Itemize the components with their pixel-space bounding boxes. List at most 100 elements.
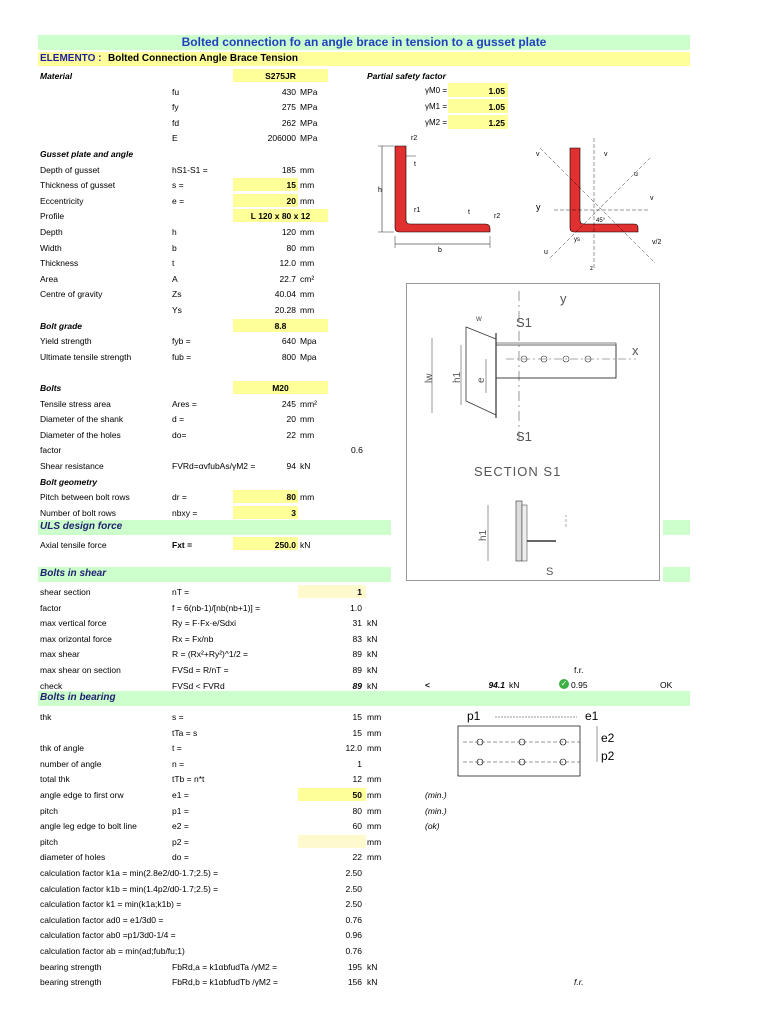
gusset-drawing-frame <box>406 283 660 581</box>
dim-b: b <box>438 247 442 254</box>
row-unit: mm <box>367 790 382 800</box>
row-value: 430 <box>281 86 296 97</box>
row-symbol: Rx = Fx/nb <box>172 633 214 644</box>
row-label: max vertical force <box>40 618 107 629</box>
row-label: Diameter of the shank <box>40 414 124 425</box>
row-label: total thk <box>40 774 70 785</box>
value-highlight <box>233 505 298 519</box>
pitch-p1: p1 <box>467 709 481 723</box>
row-symbol: b <box>172 242 177 253</box>
row-value: 22 <box>352 852 362 863</box>
row-unit: mm <box>300 258 315 269</box>
row-label: Ultimate tensile strength <box>40 351 132 362</box>
row-value: 12.0 <box>345 743 362 754</box>
row-value: 2.50 <box>345 883 362 894</box>
value-highlight <box>233 490 298 504</box>
row-unit: mm <box>300 305 315 315</box>
angle-profile-diagram: r2 t h r1 t r2 b <box>378 135 500 254</box>
row-label: Yield strength <box>40 336 92 347</box>
row-note: f.r. <box>574 977 584 988</box>
row-unit: mm <box>300 289 315 300</box>
value-highlight <box>233 209 328 223</box>
row-label: Gusset plate and angle <box>40 149 134 159</box>
row-label: bearing strength <box>40 977 102 988</box>
row-value: 40.04 <box>274 289 296 300</box>
row-symbol: FVRd=αvfubAs/γM2 = <box>172 461 256 471</box>
row-value: 89 <box>352 665 362 675</box>
row-unit: Mpa <box>300 351 317 362</box>
row-value: 120 <box>281 227 296 237</box>
psf-symbol: γM1 = <box>425 102 448 111</box>
label-y: y <box>560 291 567 306</box>
row-symbol: nbxy = <box>172 507 198 518</box>
axis-y: y <box>536 202 541 212</box>
row-symbol: tTa = s <box>172 727 198 738</box>
row-unit: mm <box>367 836 382 847</box>
row-label: calculation factor ad0 = e1/3d0 = <box>40 914 164 925</box>
row-unit: MPa <box>300 86 318 97</box>
row-value: 0.96 <box>345 930 362 941</box>
row-unit: mm <box>367 727 382 738</box>
shear-band <box>38 567 391 582</box>
row-label: Depth of gusset <box>40 164 100 175</box>
row-value: 15 <box>352 727 362 738</box>
row-symbol: fu <box>172 86 180 97</box>
row-value: 1 <box>357 587 362 597</box>
row-value: 2.50 <box>345 899 362 910</box>
row-value: L 120 x 80 x 12 <box>250 211 311 222</box>
row-symbol: fub = <box>172 351 192 362</box>
row-label: diameter of holes <box>40 852 106 863</box>
row-symbol: Ys <box>172 305 182 315</box>
row-label: max shear <box>40 649 80 660</box>
row-symbol: fd <box>172 117 180 128</box>
row-symbol: e1 = <box>172 790 189 800</box>
row-label: pitch <box>40 836 58 847</box>
psf-highlight <box>448 83 508 97</box>
row-label: number of angle <box>40 758 102 769</box>
row-label: Centre of gravity <box>40 289 103 300</box>
row-value: 640 <box>281 336 296 347</box>
row-unit: MPa <box>300 102 318 113</box>
axis-u-right: u <box>634 171 638 178</box>
row-unit: mm <box>300 227 315 237</box>
row-symbol: Ry = F·Fx·e/Sdxi <box>172 618 236 629</box>
value-highlight <box>298 788 366 801</box>
row-symbol: FVSd = R/nT = <box>172 665 229 675</box>
uls-value: 250.0 <box>274 540 296 550</box>
row-label: shear section <box>40 587 91 597</box>
dim-t-top: t <box>414 161 416 168</box>
psf-highlight <box>448 115 508 129</box>
elemento-band <box>38 52 690 66</box>
check-ok-icon: ✓ <box>559 679 569 689</box>
axis-deg: 45° <box>596 218 606 224</box>
row-value: 0.76 <box>345 914 362 925</box>
row-label: thk of angle <box>40 743 84 754</box>
row-value: 83 <box>352 633 362 644</box>
row-value: 89 <box>352 680 362 691</box>
row-symbol: dr = <box>172 492 187 503</box>
row-unit: Mpa <box>300 336 317 347</box>
row-label: factor <box>40 445 62 456</box>
label-section-s1: SECTION S1 <box>474 464 561 479</box>
row-symbol: FbRd,a = k1αbfudTa /γM2 = <box>172 961 278 972</box>
row-value: 1.0 <box>350 602 362 613</box>
uls-label: Axial tensile force <box>40 540 107 550</box>
psf-value: 1.05 <box>488 86 505 96</box>
row-label: Thickness <box>40 258 79 269</box>
row-symbol: fy <box>172 102 179 113</box>
axis-v-right: v <box>604 151 608 158</box>
row-label: Bolt geometry <box>40 476 98 487</box>
row-label: Bolts <box>40 383 62 393</box>
label-w: w <box>475 314 482 323</box>
row-unit: kN <box>367 961 378 972</box>
row-symbol: p2 = <box>172 836 189 847</box>
row-label: Pitch between bolt rows <box>40 492 130 503</box>
row-note: f.r. <box>574 665 584 675</box>
axis-v2: v/2 <box>652 239 661 246</box>
row-symbol: nT = <box>172 587 190 597</box>
value-highlight <box>233 193 298 207</box>
row-symbol: fyb = <box>172 336 191 347</box>
row-unit: MPa <box>300 133 318 144</box>
row-symbol: e2 = <box>172 821 189 832</box>
row-unit: mm <box>367 743 382 754</box>
